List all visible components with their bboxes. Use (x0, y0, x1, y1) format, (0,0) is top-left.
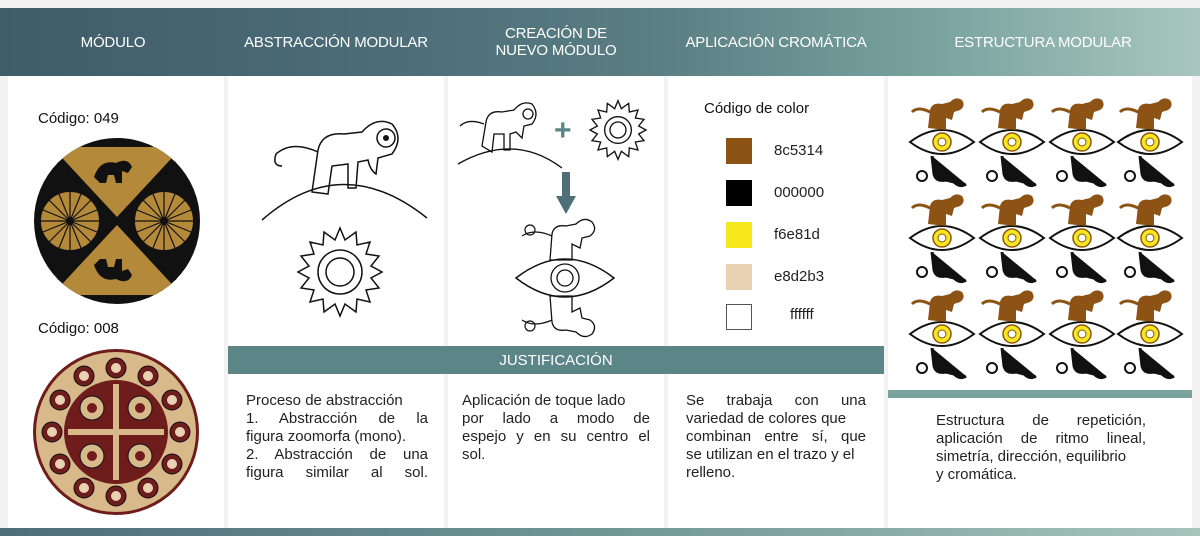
sun-abstraction-drawing (296, 226, 384, 318)
module-code-008: Código: 008 (38, 320, 119, 337)
module-049-medallion (34, 138, 200, 304)
header-abstraccion: ABSTRACCIÓN MODULAR (226, 8, 446, 76)
header-aplicacion-label: APLICACIÓN CROMÁTICA (685, 33, 867, 51)
cromatica-line-2: variedad de colores que (686, 410, 847, 427)
modular-structure-pattern (908, 96, 1184, 380)
header-abstraccion-label: ABSTRACCIÓN MODULAR (244, 33, 428, 51)
monkey-abstraction-drawing (261, 120, 428, 221)
swatch-3-label: f6e81d (774, 226, 820, 243)
estructura-text: Estructura de repetición, aplicación de … (936, 412, 1146, 484)
swatch-5-label: ffffff (790, 306, 814, 323)
creacion-text: Aplicación de toque lado por lado a modo… (462, 392, 650, 464)
header-modulo-label: MÓDULO (80, 33, 146, 51)
column-creacion (448, 76, 664, 528)
estructura-line-2: aplicación de ritmo lineal, (936, 430, 1146, 447)
cromatica-line-5: relleno. (686, 464, 736, 481)
swatch-3 (726, 222, 752, 248)
abstraccion-line-3: figura zoomorfa (mono). (246, 428, 407, 445)
color-panel-title: Código de color (704, 100, 810, 117)
header-bar (0, 8, 1200, 76)
creation-monkey-drawing (457, 102, 563, 169)
abstraccion-text: Proceso de abstracción 1. Abstracción de… (246, 392, 428, 482)
swatch-2-label: 000000 (774, 184, 825, 201)
column-aplicacion (668, 76, 884, 528)
swatch-1-label: 8c5314 (774, 142, 824, 159)
creacion-line-2: por lado a modo de (462, 410, 650, 427)
footer-bar (0, 528, 1200, 536)
creacion-line-4: sol. (462, 446, 486, 463)
header-estructura-label: ESTRUCTURA MODULAR (954, 33, 1132, 51)
abstraccion-line-2: 1. Abstracción de la (246, 410, 428, 427)
swatch-1 (726, 138, 752, 164)
header-aplicacion: APLICACIÓN CROMÁTICA (666, 8, 886, 76)
cromatica-line-1: Se trabaja con una (686, 392, 866, 409)
justificacion-band: JUSTIFICACIÓN (228, 346, 884, 374)
swatch-5 (726, 304, 752, 330)
header-modulo: MÓDULO (0, 8, 226, 76)
header-creacion-line2: NUEVO MÓDULO (495, 42, 617, 59)
header-creacion-line1: CREACIÓN DE (505, 25, 607, 42)
abstraccion-line-5: figura similar al sol. (246, 464, 428, 481)
estructura-line-3: simetría, dirección, equilibrio (936, 448, 1127, 465)
swatch-4-label: e8d2b3 (774, 268, 825, 285)
estructura-divider (888, 390, 1192, 398)
abstraccion-line-1: Proceso de abstracción (246, 392, 403, 409)
plus-sign: + (554, 114, 572, 147)
new-module-drawing (514, 218, 616, 338)
column-abstraccion (228, 76, 444, 528)
creacion-line-3: espejo y en su centro el (462, 428, 650, 445)
swatch-4 (726, 264, 752, 290)
swatch-2 (726, 180, 752, 206)
cromatica-line-3: combinan entre sí, que (686, 428, 866, 445)
arrow-down-icon (556, 172, 576, 214)
estructura-line-1: Estructura de repetición, (936, 412, 1146, 429)
cromatica-text: Se trabaja con una variedad de colores q… (686, 392, 866, 482)
header-estructura: ESTRUCTURA MODULAR (886, 8, 1200, 76)
justificacion-label: JUSTIFICACIÓN (499, 351, 613, 369)
module-008-medallion (33, 349, 199, 515)
estructura-line-4: y cromática. (936, 466, 1017, 483)
abstraccion-line-4: 2. Abstracción de una (246, 446, 428, 463)
creacion-line-1: Aplicación de toque lado (462, 392, 626, 409)
cromatica-line-4: se utilizan en el trazo y el (686, 446, 855, 463)
header-creacion: CREACIÓN DE NUEVO MÓDULO (446, 8, 666, 76)
creation-sun-drawing (588, 98, 648, 162)
module-code-049: Código: 049 (38, 110, 119, 127)
